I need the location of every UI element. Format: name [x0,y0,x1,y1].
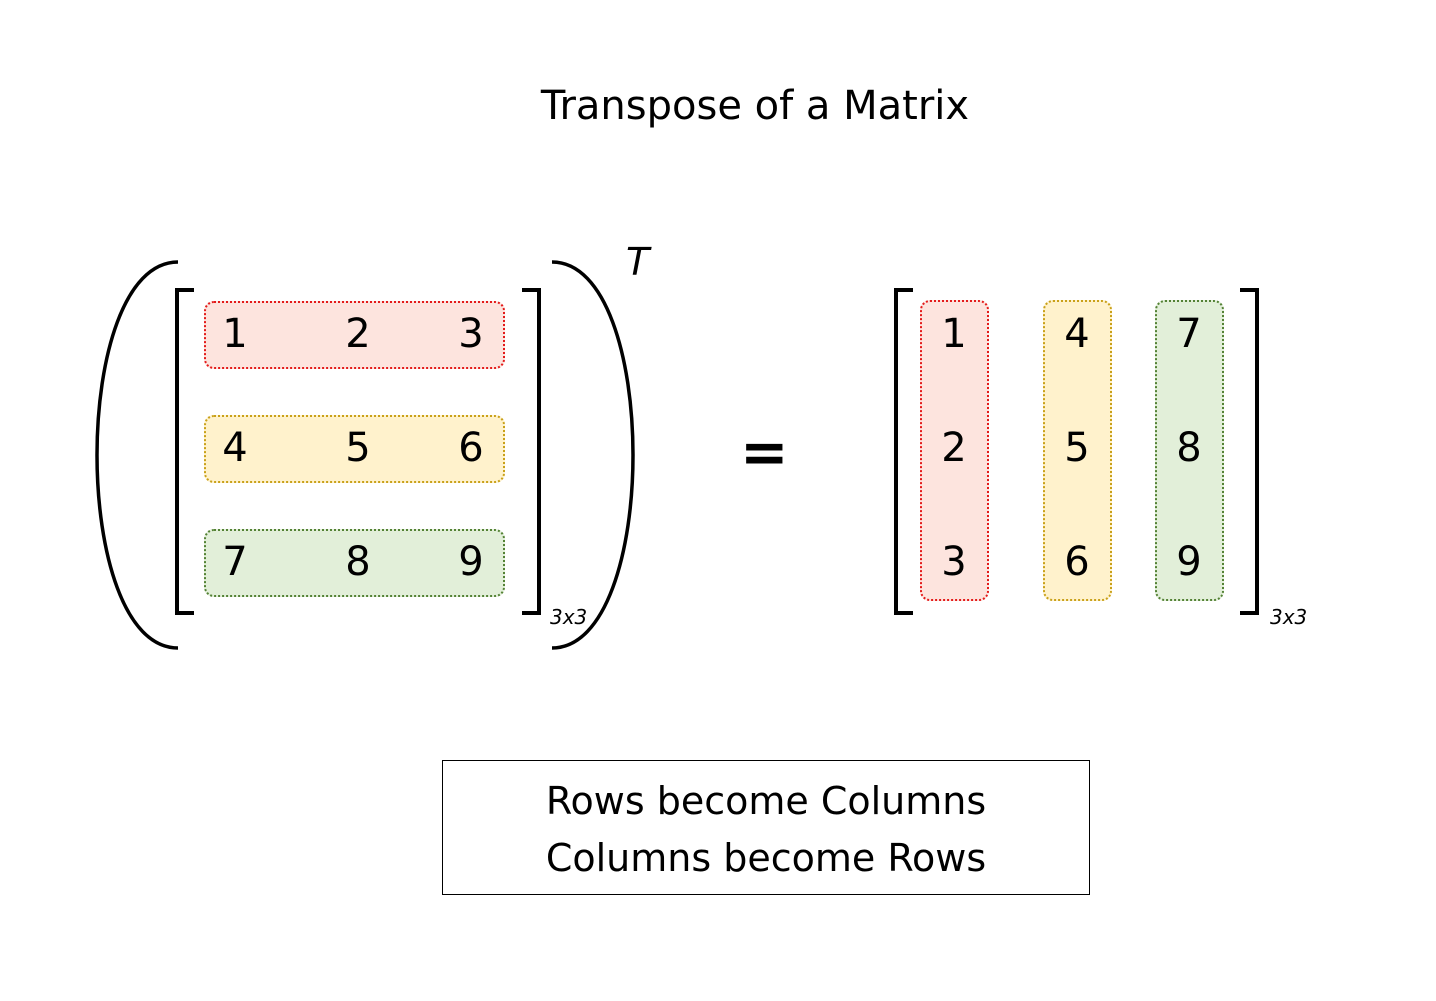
right-cell: 2 [941,425,967,471]
right-matrix-open-bracket [894,288,913,615]
right-cell: 4 [1064,311,1090,357]
left-cell: 2 [345,311,371,357]
right-col-3-box [1155,300,1224,601]
right-cell: 6 [1064,539,1090,585]
transpose-superscript: T [626,240,650,284]
left-row-2-box [204,415,505,483]
right-col-2-box [1043,300,1112,601]
right-cell: 9 [1176,539,1202,585]
right-cell: 1 [941,311,967,357]
equals-sign: = [740,418,789,486]
right-col-1-box [920,300,989,601]
left-matrix-dimension: 3x3 [550,605,588,629]
rule-note-line-1: Rows become Columns [545,779,987,823]
left-row-1-box [204,301,505,369]
right-cell: 3 [941,539,967,585]
left-matrix-open-bracket [175,288,194,615]
right-matrix-dimension: 3x3 [1270,605,1308,629]
rule-note-line-2: Columns become Rows [545,836,987,880]
left-cell: 4 [222,425,248,471]
right-cell: 5 [1064,425,1090,471]
left-paren [95,260,179,650]
left-cell: 7 [222,539,248,585]
left-cell: 3 [458,311,484,357]
left-matrix-close-bracket [522,288,541,615]
right-cell: 7 [1176,311,1202,357]
right-paren [551,260,635,650]
diagram-title: Transpose of a Matrix [540,83,970,129]
left-cell: 1 [222,311,248,357]
left-cell: 6 [458,425,484,471]
rule-note-box: Rows become Columns Columns become Rows [442,760,1090,895]
right-matrix-close-bracket [1240,288,1259,615]
right-cell: 8 [1176,425,1202,471]
left-cell: 8 [345,539,371,585]
left-cell: 9 [458,539,484,585]
left-row-3-box [204,529,505,597]
left-cell: 5 [345,425,371,471]
